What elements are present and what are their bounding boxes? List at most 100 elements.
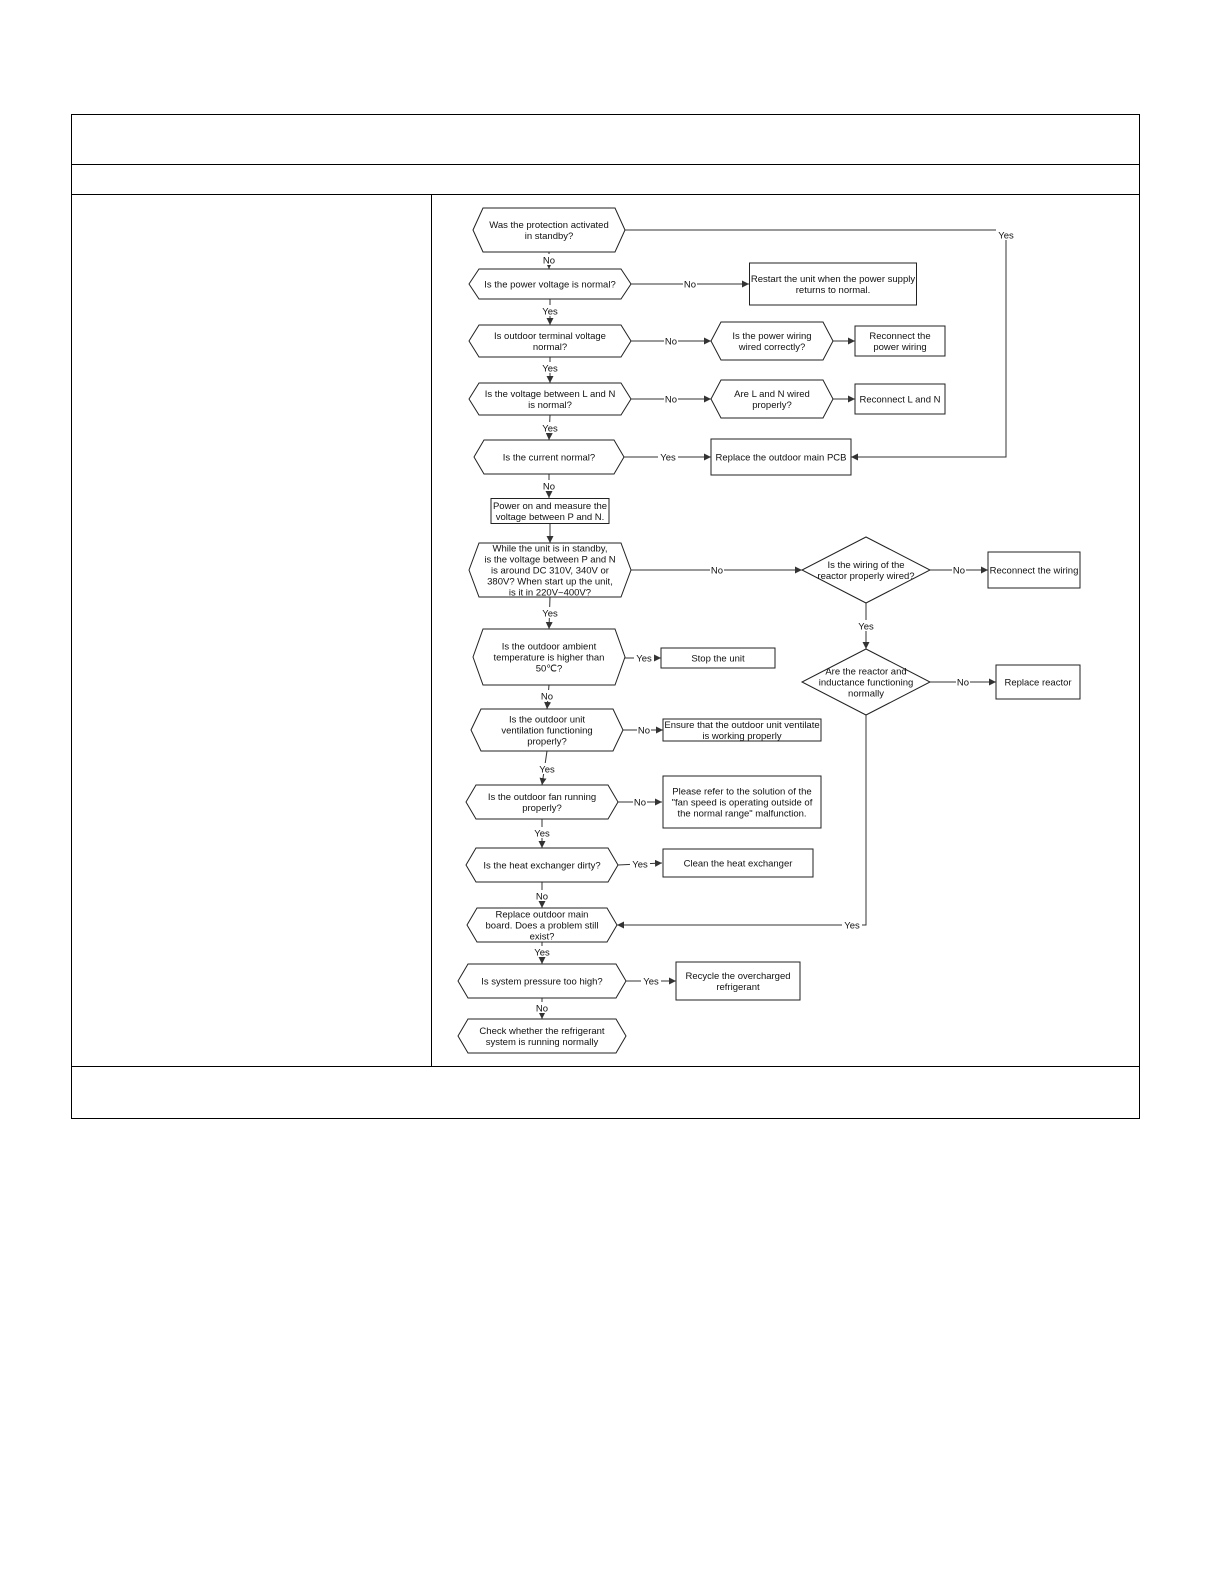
node-text-line: the normal range" malfunction. <box>677 808 806 819</box>
edge-label-yes: Yes <box>630 858 650 870</box>
edge-label-no: No <box>952 564 966 576</box>
decision-hexagon <box>472 207 626 253</box>
node-text-line: in standby? <box>525 231 574 242</box>
node-text-line: system is running normally <box>486 1037 599 1048</box>
edge-label-text: No <box>634 797 646 808</box>
edge-label-bg <box>633 796 647 807</box>
edge-label-bg <box>641 975 661 986</box>
node-text-line: Recycle the overcharged <box>685 971 790 982</box>
flow-node-q-pressure: Is system pressure too high? <box>457 963 627 999</box>
node-text-line: Please refer to the solution of the <box>672 786 811 797</box>
edge-label-no: No <box>542 480 556 492</box>
decision-hexagon <box>470 708 624 752</box>
process-box <box>749 262 917 306</box>
edge-label-no: No <box>956 676 970 688</box>
edge-label-no: No <box>535 890 549 902</box>
edge-label-no: No <box>540 690 554 702</box>
flowchart-edge-labels: NoYesYesYesNoYesNoYesYesNoYesNoYesNoNoNo… <box>532 229 1016 1014</box>
node-text-line: While the unit is in standby, <box>493 543 608 554</box>
edge-label-no: No <box>535 1002 549 1014</box>
process-box <box>995 664 1081 700</box>
node-text-line: Is the outdoor ambient <box>502 641 597 652</box>
node-text-line: "fan speed is operating outside of <box>672 797 813 808</box>
edge-label-bg <box>542 480 556 491</box>
node-text-line: is around DC 310V, 340V or <box>491 565 609 576</box>
decision-hexagon <box>473 439 625 475</box>
edge-label-bg <box>535 1002 549 1013</box>
edge-label-text: Yes <box>534 828 550 839</box>
edge-label-bg <box>540 422 560 433</box>
edge-label-text: No <box>665 336 677 347</box>
edge-label-bg <box>540 305 560 316</box>
flow-node-a-fan-ref: Please refer to the solution of the"fan … <box>662 775 822 829</box>
flow-node-q-dirty: Is the heat exchanger dirty? <box>465 847 619 883</box>
edge-label-bg <box>842 919 862 930</box>
edge-label-bg <box>532 946 552 957</box>
edge-label-text: No <box>543 255 555 266</box>
edge-label-bg <box>952 564 966 575</box>
node-text-line: Are L and N wired <box>734 389 810 400</box>
edge-label-text: Yes <box>998 230 1014 241</box>
node-text-line: wired correctly? <box>738 342 806 353</box>
flow-node-a-reconnect-wiring: Reconnect the wiring <box>987 551 1081 589</box>
process-box <box>854 325 946 357</box>
node-text-line: Replace the outdoor main PCB <box>716 452 847 463</box>
edge-label-text: Yes <box>542 423 558 434</box>
node-text-line: Restart the unit when the power supply <box>751 274 915 285</box>
flow-node-q-power: Is the power voltage is normal? <box>468 268 632 300</box>
node-text-line: Reconnect the <box>869 331 930 342</box>
node-text-line: voltage between P and N. <box>496 512 605 523</box>
edge-label-bg <box>856 620 876 631</box>
edge-label-bg <box>634 652 654 663</box>
node-text-line: Reconnect L and N <box>860 394 941 405</box>
flow-node-a-replace-reactor: Replace reactor <box>995 664 1081 700</box>
edge-label-yes: Yes <box>634 652 654 664</box>
node-text-line: Is the power voltage is normal? <box>484 279 615 290</box>
node-text-line: properly? <box>522 803 562 814</box>
edge-label-text: No <box>953 565 965 576</box>
node-text-line: power wiring <box>873 342 926 353</box>
table-divider-header <box>71 164 1140 165</box>
node-text-line: Is the outdoor fan running <box>488 792 596 803</box>
node-text-line: 50℃? <box>536 663 563 674</box>
node-text-line: Check whether the refrigerant <box>479 1026 605 1037</box>
node-text-line: Is outdoor terminal voltage <box>494 331 606 342</box>
process-box <box>987 551 1081 589</box>
edge-label-no: No <box>683 278 697 290</box>
flow-node-a-replace-pcb: Replace the outdoor main PCB <box>710 438 852 476</box>
process-box <box>675 961 801 1001</box>
edge-label-text: Yes <box>632 859 648 870</box>
edge-label-yes: Yes <box>540 362 560 374</box>
edge-label-text: Yes <box>539 764 555 775</box>
table-divider-footer <box>71 1066 1140 1067</box>
process-box <box>662 775 822 829</box>
node-text-line: Was the protection activated <box>489 220 609 231</box>
process-box <box>490 498 610 524</box>
edge-label-bg <box>956 676 970 687</box>
process-box <box>662 848 814 878</box>
process-box <box>710 438 852 476</box>
edge-label-text: Yes <box>844 920 860 931</box>
edge-label-no: No <box>633 796 647 808</box>
edge-label-no: No <box>664 335 678 347</box>
edge-label-bg <box>542 254 556 265</box>
edge-label-bg <box>540 362 560 373</box>
edge-label-text: Yes <box>660 452 676 463</box>
edge-label-bg <box>540 607 560 618</box>
node-text-line: 380V? When start up the unit, <box>487 576 613 587</box>
edge-label-yes: Yes <box>996 229 1016 241</box>
node-text-line: ventilation functioning <box>501 725 592 736</box>
node-text-line: returns to normal. <box>796 285 870 296</box>
node-text-line: properly? <box>752 400 792 411</box>
decision-hexagon <box>468 542 632 598</box>
node-text-line: Are the reactor and <box>825 666 906 677</box>
edge-label-text: No <box>541 691 553 702</box>
flow-node-q-pn: While the unit is in standby,is the volt… <box>468 542 632 598</box>
